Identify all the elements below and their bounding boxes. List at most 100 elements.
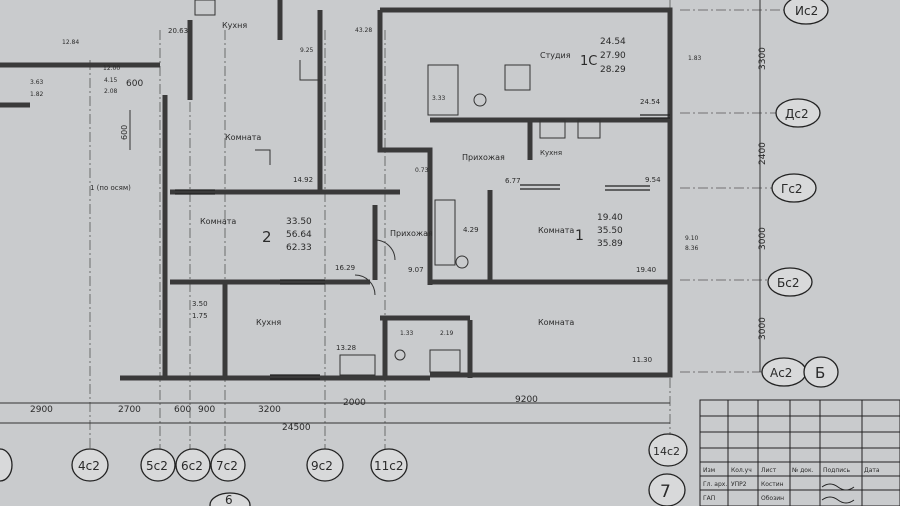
- stamp-row1-role: Гл. арх.: [703, 481, 727, 488]
- stamp-col-sign: Подпись: [823, 467, 850, 474]
- axis-bottom-9с2: 9с2: [311, 459, 333, 473]
- studio-area-1: 24.54: [600, 37, 626, 47]
- room-upper-area: 14.92: [293, 176, 313, 184]
- dim-bottom-6: 2000: [343, 398, 366, 408]
- misc-label-6: 3.63: [30, 79, 44, 86]
- stove-low: [339, 354, 376, 376]
- bathtub-mid: [434, 199, 456, 266]
- axis-right-Дс2: Дс2: [785, 107, 809, 121]
- studio-number: 1С: [580, 54, 597, 69]
- axis-right-Ас2: Ас2: [770, 366, 792, 380]
- title-block: [699, 399, 900, 506]
- toilet-top: [473, 93, 487, 107]
- axis-bottom-14с2: 14с2: [653, 445, 680, 458]
- dim-right-4: 3000: [758, 317, 768, 340]
- axis-bottom-7с2: 7с2: [216, 459, 238, 473]
- misc-label-11: 1.33: [400, 330, 414, 337]
- kitchen-mid-name: Кухня: [540, 149, 562, 157]
- stamp-row1-code: УПР2: [731, 481, 747, 488]
- axis-bottom-11с2: 11с2: [374, 459, 404, 473]
- corner-mark: [255, 149, 271, 165]
- dim-left: 600: [120, 125, 129, 140]
- dim-right-2: 2400: [758, 142, 768, 165]
- axis-bottom-5с2: 5с2: [146, 459, 168, 473]
- bottom-axis-bubbles: [0, 433, 688, 506]
- dim-bottom-5: 3200: [258, 405, 281, 415]
- misc-label-8: 9.25: [300, 47, 314, 54]
- misc-label-14: 8.36: [685, 245, 699, 252]
- stamp-row2-role: ГАП: [703, 495, 715, 502]
- dim-bottom-3: 600: [174, 405, 191, 415]
- room-upper-name: Комната: [225, 133, 261, 142]
- studio-area-3: 28.29: [600, 65, 626, 75]
- bath-mid-area: 4.29: [463, 226, 479, 234]
- misc-label-16: 0.73: [415, 167, 429, 174]
- misc-label-12: 2.19: [440, 330, 454, 337]
- misc-label-17: 9.10: [685, 235, 699, 242]
- misc-label-2: 12.00: [103, 65, 120, 72]
- axis-right-Б: Б: [815, 364, 825, 382]
- kitchen-top-name: Кухня: [222, 21, 247, 30]
- door-swing-2: [374, 239, 396, 261]
- hall-mid-name: Прихожая: [390, 229, 433, 238]
- dim-bottom-7: 9200: [515, 395, 538, 405]
- room2-area-1: 33.50: [286, 217, 312, 227]
- hall-mid-area: 9.07: [408, 266, 424, 274]
- door-swing-1: [299, 60, 320, 81]
- balcony-left-area-2: 1.75: [192, 312, 208, 320]
- room1-area-3: 35.89: [597, 239, 623, 249]
- room1-name: Комната: [538, 226, 574, 235]
- room1-sub-area: 19.40: [636, 266, 656, 274]
- hall-top-name: Прихожая: [462, 153, 505, 162]
- room2-area-2: 56.64: [286, 230, 312, 240]
- windows: [175, 114, 670, 380]
- signature-2: [821, 496, 855, 504]
- misc-label-10: 3.33: [432, 95, 446, 102]
- balcony-left-area-1: 3.50: [192, 300, 208, 308]
- room1-area-1: 19.40: [597, 213, 623, 223]
- kitchen-mid-area: 9.54: [645, 176, 661, 184]
- bathtub-top: [427, 64, 459, 116]
- kitchen-top-area: 20.63: [168, 27, 188, 35]
- toilet-mid: [455, 255, 469, 269]
- misc-label-3: 4.15: [104, 77, 118, 84]
- right-axis-bubbles: [761, 0, 839, 388]
- dim-right-1: 3300: [758, 47, 768, 70]
- room1-number: 1: [575, 228, 584, 244]
- stamp-row2-name: Обозин: [761, 495, 784, 502]
- stamp-row1-name: Костин: [761, 481, 784, 488]
- room1-area-2: 35.50: [597, 226, 623, 236]
- walls: [0, 0, 673, 381]
- door-swing-3: [354, 274, 376, 296]
- studio-name: Студия: [540, 51, 571, 60]
- room2-sub-area: 16.29: [335, 264, 355, 272]
- misc-label-4: 2.08: [104, 88, 118, 95]
- axis-bottom-4с2: 4с2: [78, 459, 100, 473]
- axis-bottom-7: 7: [660, 482, 671, 502]
- kitchen-low-name: Кухня: [256, 318, 281, 327]
- hall-top-area: 6.77: [505, 177, 521, 185]
- axis-right-Бс2: Бс2: [777, 276, 799, 290]
- room2-name: Комната: [200, 217, 236, 226]
- sink-top: [504, 64, 531, 91]
- studio-area-2: 27.90: [600, 51, 626, 61]
- dimension-lines: [0, 0, 761, 424]
- stamp-col-doc: № док.: [792, 467, 814, 474]
- axis-right-Ис2: Ис2: [795, 4, 818, 18]
- dim-right-3: 3000: [758, 227, 768, 250]
- stamp-col-izm: Изм: [703, 467, 715, 474]
- misc-label-15: 1.83: [688, 55, 702, 62]
- dim-bottom-2: 2700: [118, 405, 141, 415]
- stamp-col-date: Дата: [864, 467, 880, 474]
- misc-label-7: 1.82: [30, 91, 44, 98]
- dim-bottom-4: 900: [198, 405, 215, 415]
- stamp-col-list: Лист: [761, 467, 777, 474]
- bathtub-low: [429, 349, 461, 373]
- misc-label-5: 600: [126, 79, 143, 89]
- room-low-area: 11.30: [632, 356, 652, 364]
- signature-1: [821, 483, 855, 491]
- axis-bottom-6: 6: [225, 493, 233, 506]
- room2-area-3: 62.33: [286, 243, 312, 253]
